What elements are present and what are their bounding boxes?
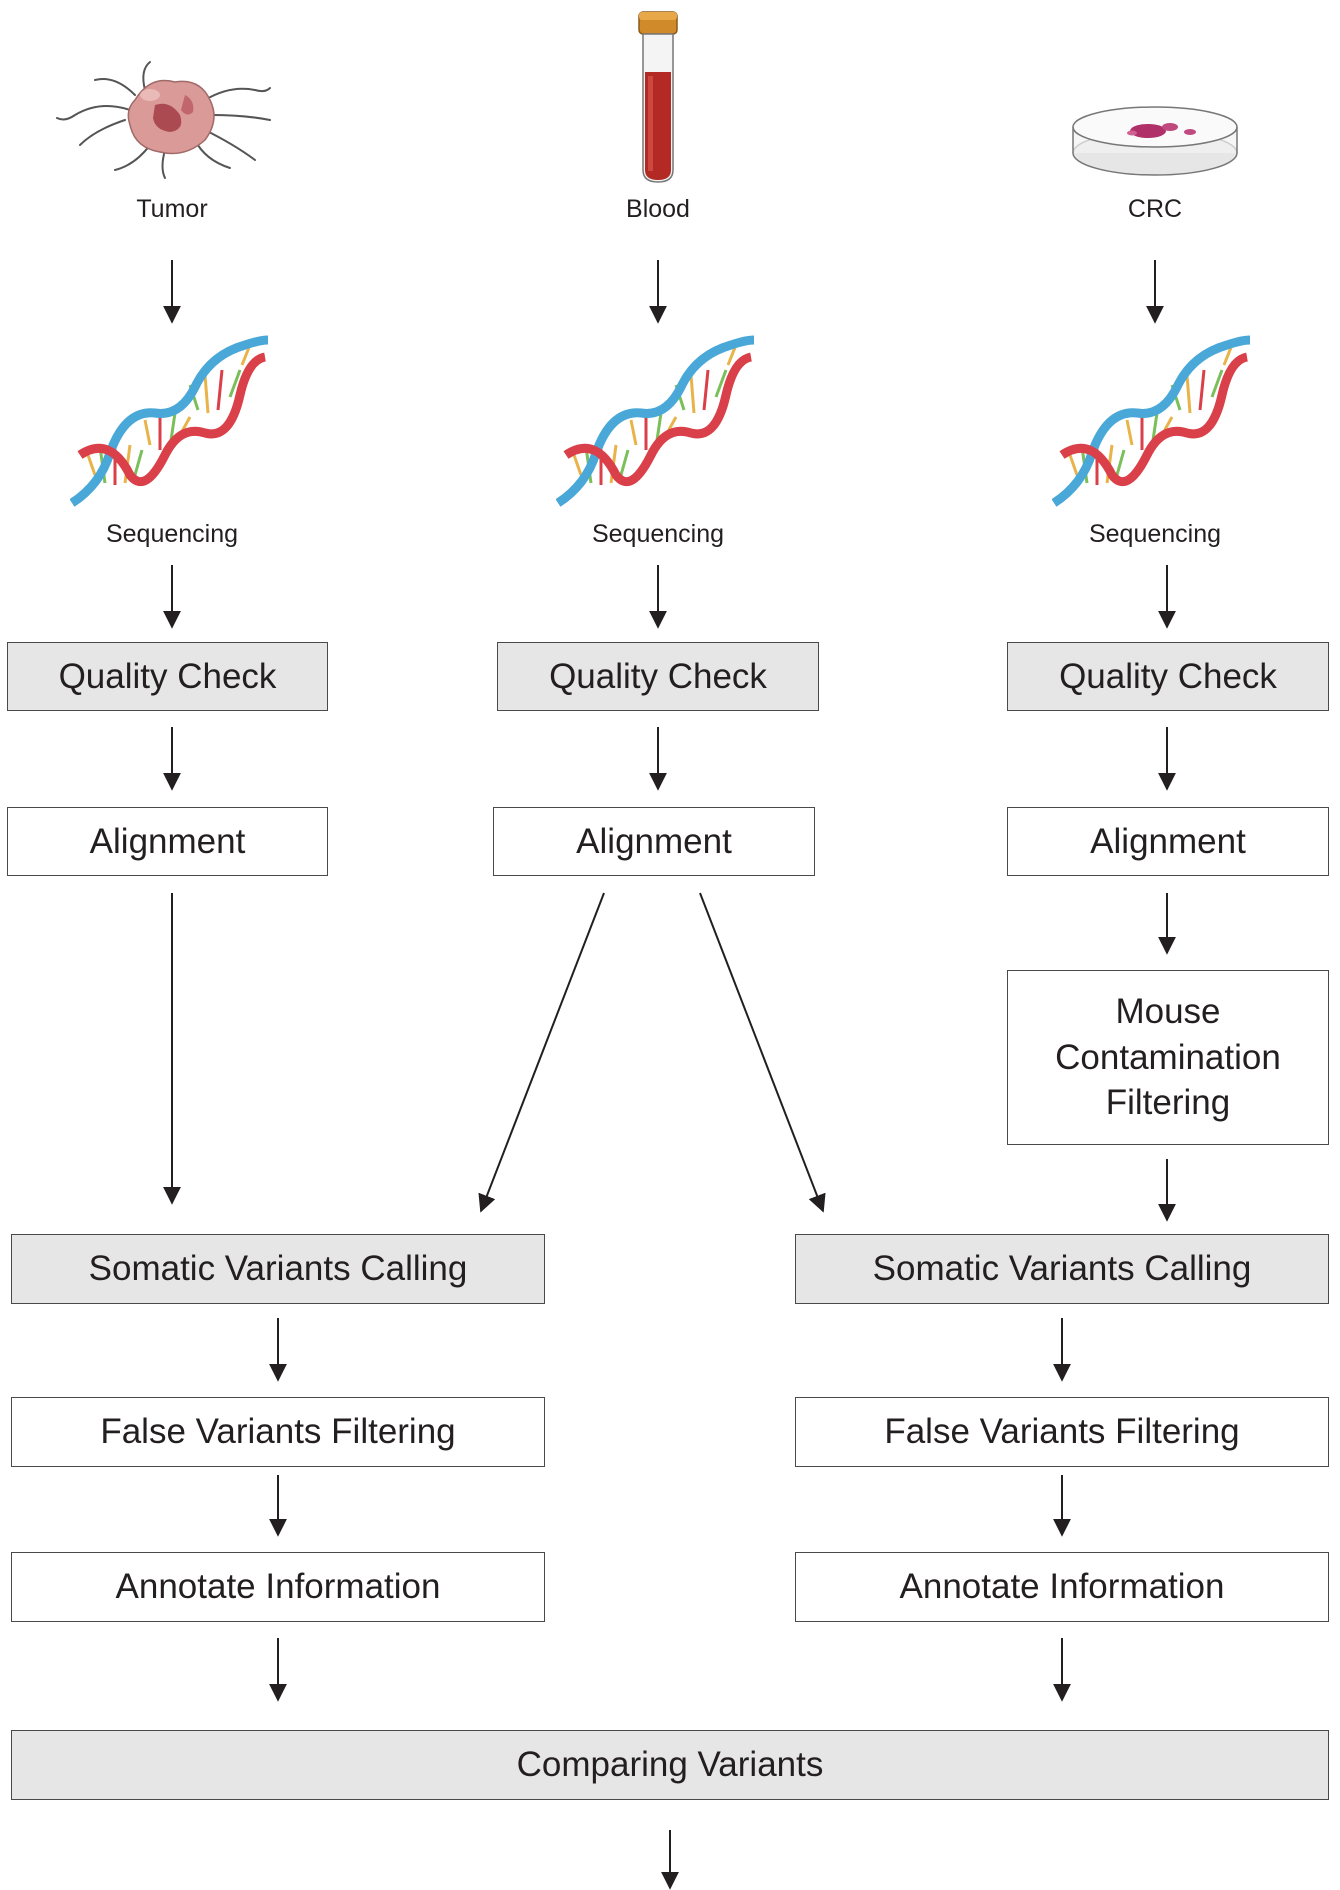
- arrow-blood-somatic-right: [699, 892, 826, 1213]
- somatic-calling-box-left: Somatic Variants Calling: [11, 1234, 545, 1304]
- false-filtering-box-right: False Variants Filtering: [795, 1397, 1329, 1467]
- alignment-box-crc: Alignment: [1007, 807, 1329, 876]
- sequencing-label-blood: Sequencing: [591, 520, 725, 548]
- sequencing-label-tumor: Sequencing: [105, 520, 239, 548]
- source-label-tumor: Tumor: [136, 195, 208, 223]
- mouse-filter-line-3: Filtering: [1105, 1083, 1231, 1123]
- source-label-crc: CRC: [1127, 195, 1183, 223]
- petri-dish-icon: [1072, 106, 1238, 176]
- tumor-icon: [56, 61, 271, 179]
- mouse-filter-line-1: Mouse: [1115, 992, 1221, 1032]
- annotate-box-left: Annotate Information: [11, 1552, 545, 1622]
- quality-check-box-tumor: Quality Check: [7, 642, 328, 711]
- comparing-variants-box: Comparing Variants: [11, 1730, 1329, 1800]
- quality-check-box-blood: Quality Check: [497, 642, 819, 711]
- annotate-box-right: Annotate Information: [795, 1552, 1329, 1622]
- arrow-blood-somatic-left: [478, 892, 605, 1213]
- source-label-blood: Blood: [626, 195, 690, 223]
- false-filtering-box-left: False Variants Filtering: [11, 1397, 545, 1467]
- quality-check-box-crc: Quality Check: [1007, 642, 1329, 711]
- mouse-filter-line-2: Contamination: [1055, 1037, 1281, 1077]
- mouse-contamination-filtering-box: Mouse Contamination Filtering: [1007, 970, 1329, 1145]
- somatic-calling-box-right: Somatic Variants Calling: [795, 1234, 1329, 1304]
- alignment-box-tumor: Alignment: [7, 807, 328, 876]
- dna-helix-icon: [70, 335, 269, 507]
- alignment-box-blood: Alignment: [493, 807, 815, 876]
- dna-helix-icon: [556, 335, 755, 507]
- blood-tube-icon: [638, 11, 678, 183]
- dna-helix-icon: [1052, 335, 1251, 507]
- sequencing-label-crc: Sequencing: [1088, 520, 1222, 548]
